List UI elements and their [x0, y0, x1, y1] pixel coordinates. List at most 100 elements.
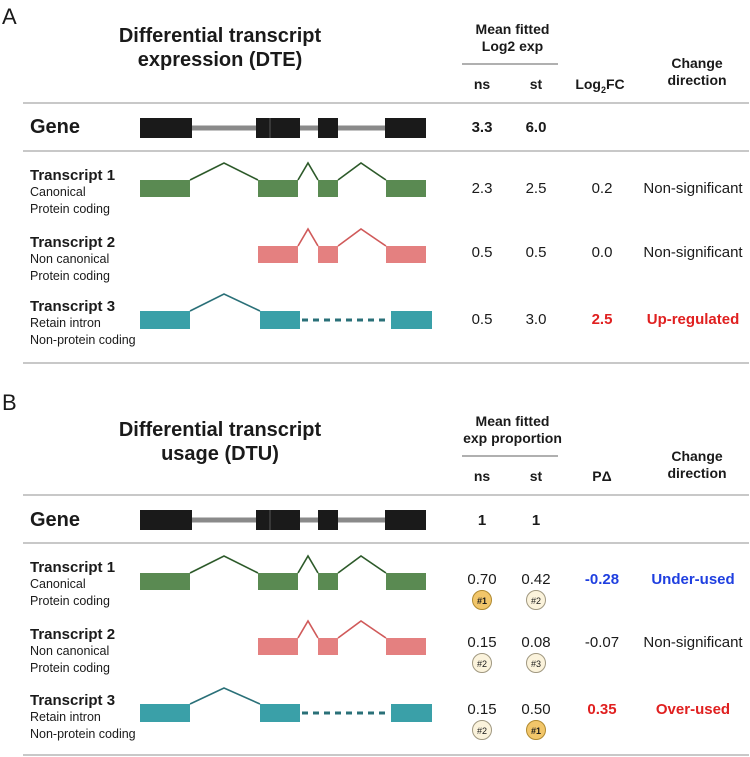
panel-b-t1-st: 0.42	[521, 571, 551, 588]
panel-b-header-rule	[23, 494, 749, 496]
panel-b-gene-label: Gene	[30, 509, 81, 531]
panel-b-transcript-3: Transcript 3 Retain intron Non-protein c…	[30, 692, 136, 741]
panel-a-t3-st: 3.0	[525, 311, 547, 328]
panel-b-transcript-3-model	[140, 687, 432, 722]
panel-a-gene-st: 6.0	[525, 119, 547, 136]
panel-a-title: Differential transcript expression (DTE)	[118, 25, 322, 71]
exon	[258, 180, 298, 197]
panel-b-t2-ns: 0.15	[467, 634, 497, 651]
exon	[318, 573, 338, 590]
rank-badge: #3	[526, 653, 546, 673]
exon	[386, 573, 426, 590]
panel-b-group-header: Mean fitted exp proportion	[463, 413, 562, 446]
panel-b-transcript-1-model	[140, 554, 426, 590]
panel-a-transcript-1-model	[140, 161, 426, 197]
exon	[318, 246, 338, 263]
panel-b-t2-p-delta: -0.07	[584, 634, 620, 651]
panel-b-t1-direction: Under-used	[651, 571, 735, 588]
panel-a-t3-log2fc: 2.5	[591, 311, 613, 328]
rank-badge: #1	[526, 720, 546, 740]
panel-a-t1-direction: Non-significant	[643, 180, 743, 197]
panel-b-gene-st: 1	[531, 512, 541, 529]
panel-b-letter: B	[2, 390, 17, 415]
panel-a-group-underline	[462, 63, 558, 65]
panel-b-gene-rule	[23, 542, 749, 544]
panel-a-t2-direction: Non-significant	[643, 244, 743, 261]
gene-exon	[385, 118, 426, 138]
intron-connector	[189, 293, 261, 312]
panel-b-col-p-delta: PΔ	[592, 468, 612, 484]
panel-b-t2-st: 0.08	[521, 634, 551, 651]
intron-connector	[297, 227, 319, 247]
exon	[258, 573, 298, 590]
panel-a-t3-direction: Up-regulated	[646, 311, 740, 328]
exon	[318, 180, 338, 197]
exon	[140, 311, 190, 329]
panel-b-title: Differential transcript usage (DTU)	[118, 419, 322, 465]
exon	[386, 180, 426, 197]
panel-b-t3-direction: Over-used	[655, 701, 731, 718]
panel-a-transcript-2: Transcript 2 Non canonical Protein codin…	[30, 234, 116, 283]
panel-b-t1-p-delta: -0.28	[584, 571, 620, 588]
panel-b-gene-ns: 1	[477, 512, 487, 529]
panel-a-gene-model	[140, 118, 426, 138]
panel-a-col-direction: Change direction	[667, 55, 727, 88]
panel-b-transcript-2: Transcript 2 Non canonical Protein codin…	[30, 626, 116, 675]
panel-a-gene-ns: 3.3	[471, 119, 493, 136]
gene-exon	[256, 510, 300, 530]
panel-a-transcript-3: Transcript 3 Retain intron Non-protein c…	[30, 298, 136, 347]
panel-a-col-log2fc: Log2FC	[575, 76, 625, 95]
intron-connector	[297, 554, 319, 574]
panel-a-transcript-3-model	[140, 293, 432, 329]
exon	[391, 704, 432, 722]
exon	[258, 638, 298, 655]
panel-b-t3-st: 0.50	[521, 701, 551, 718]
intron-connector	[337, 555, 387, 574]
exon	[258, 246, 298, 263]
intron-connector	[189, 687, 261, 705]
intron-connector	[337, 620, 387, 639]
panel-a-col-ns: ns	[473, 76, 491, 92]
panel-a-bottom-rule	[23, 362, 749, 364]
intron-connector	[189, 162, 259, 181]
panel-a-transcript-1: Transcript 1 Canonical Protein coding	[30, 167, 116, 216]
intron-connector	[337, 228, 387, 247]
exon	[260, 704, 300, 722]
panel-a-t3-ns: 0.5	[471, 311, 493, 328]
exon	[318, 638, 338, 655]
panel-b-t1-ns: 0.70	[467, 571, 497, 588]
panel-b-t3-p-delta: 0.35	[587, 701, 617, 718]
exon	[391, 311, 432, 329]
panel-a-gene-label: Gene	[30, 116, 81, 138]
panel-a-t2-ns: 0.5	[471, 244, 493, 261]
intron-connector	[297, 161, 319, 181]
panel-a-transcript-2-model	[258, 227, 426, 263]
intron-connector	[297, 619, 319, 639]
rank-badge: #2	[472, 653, 492, 673]
panel-a-header-rule	[23, 102, 749, 104]
gene-exon	[318, 118, 338, 138]
panel-a-t1-st: 2.5	[525, 180, 547, 197]
exon	[140, 573, 190, 590]
rank-badge: #2	[526, 590, 546, 610]
exon	[260, 311, 300, 329]
panel-b-col-st: st	[529, 468, 543, 484]
exon	[386, 246, 426, 263]
gene-exon	[318, 510, 338, 530]
panel-b-gene-model	[140, 510, 426, 530]
panel-b-group-underline	[462, 455, 558, 457]
panel-a-group-header: Mean fitted Log2 exp	[475, 21, 550, 54]
exon	[386, 638, 426, 655]
gene-exon	[140, 510, 192, 530]
gene-exon	[140, 118, 192, 138]
panel-b-transcript-1: Transcript 1 Canonical Protein coding	[30, 559, 116, 608]
panel-a-gene-rule	[23, 150, 749, 152]
gene-exon	[256, 118, 300, 138]
exon	[140, 180, 190, 197]
panel-a-t2-log2fc: 0.0	[591, 244, 613, 261]
panel-a-t2-st: 0.5	[525, 244, 547, 261]
panel-a-letter: A	[2, 4, 17, 29]
panel-b-col-ns: ns	[473, 468, 491, 484]
rank-badge: #1	[472, 590, 492, 610]
